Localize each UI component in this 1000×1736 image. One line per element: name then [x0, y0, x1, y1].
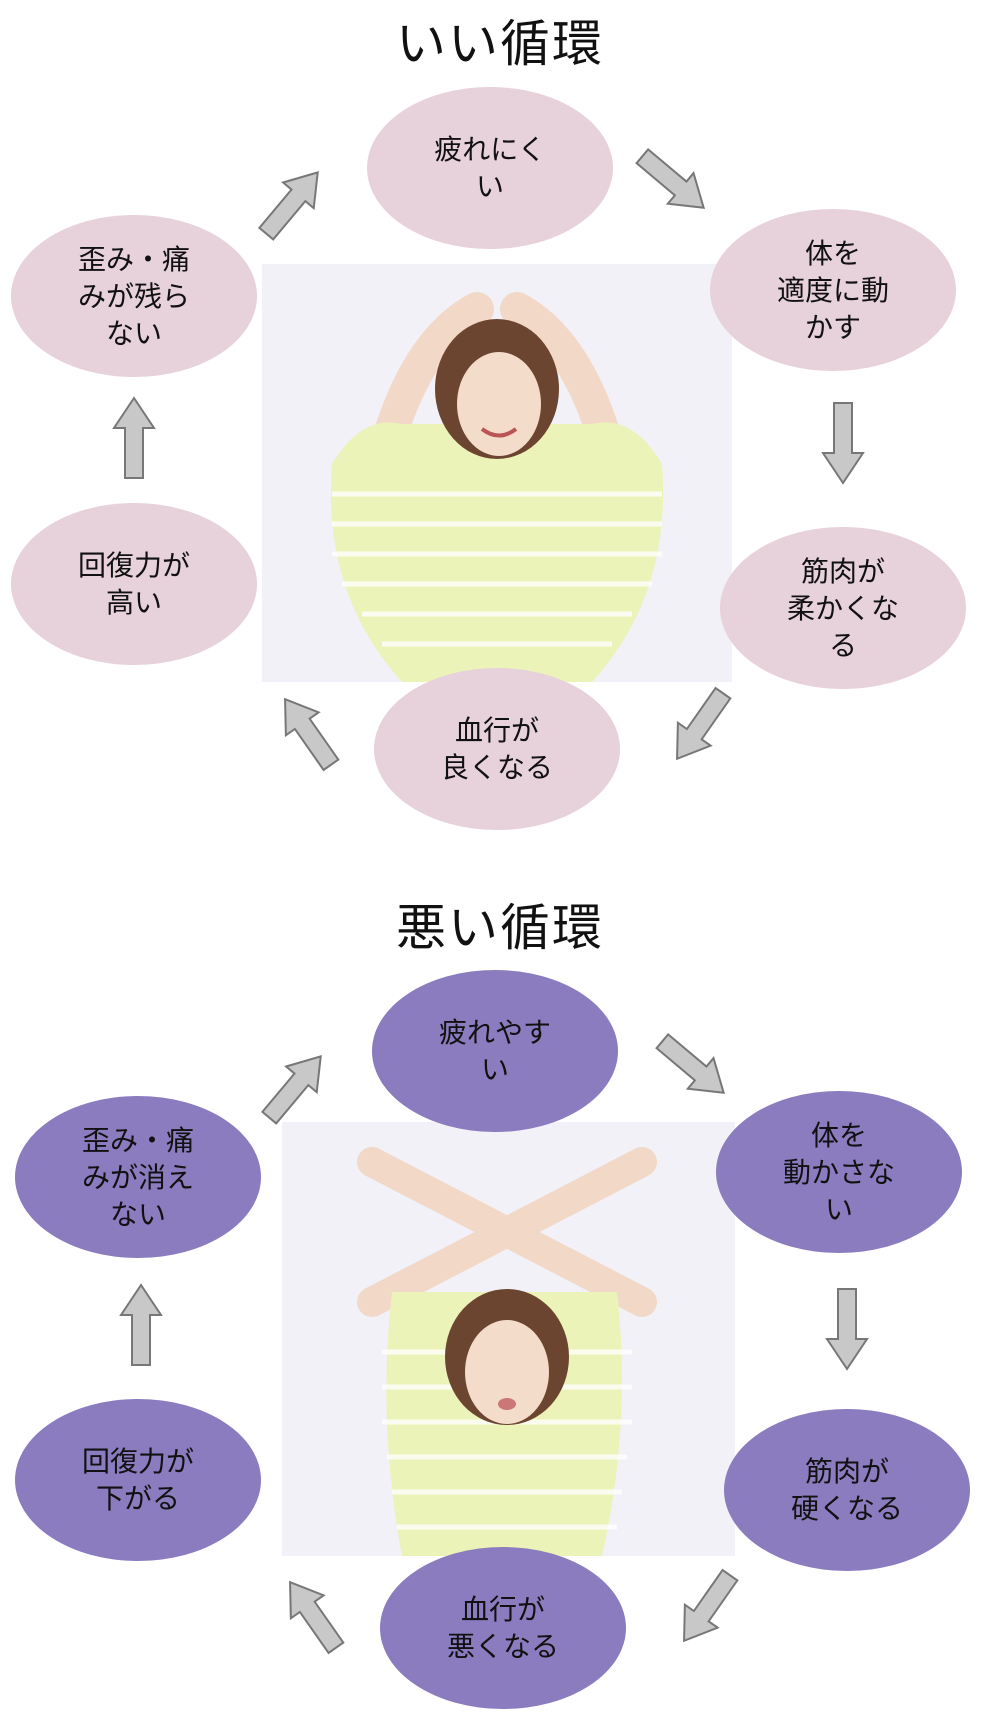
arrow-down-right-icon — [627, 138, 720, 226]
bad-node-pain-persists: 歪み・痛 みが消え ない — [15, 1096, 261, 1258]
woman-ok-pose-illustration — [330, 292, 664, 682]
woman-cross-arms-photo — [282, 1122, 735, 1556]
good-cycle-title: いい循環 — [396, 15, 604, 73]
bad-node-muscles-stiff: 筋肉が 硬くなる — [724, 1409, 970, 1571]
woman-circle-arms-photo — [262, 264, 732, 682]
good-node-high-recovery: 回復力が 高い — [11, 503, 257, 665]
good-node-muscles-soft: 筋肉が 柔かくな る — [720, 527, 966, 689]
good-node-move-moderately: 体を 適度に動 かす — [710, 209, 956, 371]
arrow-up-icon — [112, 396, 156, 480]
bad-node-low-recovery: 回復力が 下がる — [15, 1399, 261, 1561]
good-node-less-fatigue: 疲れにく い — [367, 87, 613, 249]
arrow-down-icon — [825, 1287, 869, 1371]
bad-node-not-moving: 体を 動かさな い — [716, 1091, 962, 1253]
arrow-down-left-icon — [665, 1561, 749, 1655]
arrow-up-right-icon — [251, 1041, 339, 1134]
arrow-up-right-icon — [248, 157, 336, 250]
arrow-down-icon — [821, 401, 865, 485]
woman-x-pose-illustration — [357, 1147, 657, 1556]
good-node-no-lingering-pain: 歪み・痛 みが残ら ない — [11, 215, 257, 377]
good-node-good-circulation: 血行が 良くなる — [374, 668, 620, 830]
arrow-up-left-icon — [266, 685, 350, 779]
arrow-up-icon — [119, 1283, 163, 1367]
arrow-down-right-icon — [647, 1023, 740, 1111]
arrow-down-left-icon — [658, 679, 742, 773]
bad-cycle-title: 悪い循環 — [396, 899, 604, 957]
arrow-up-left-icon — [271, 1568, 355, 1662]
bad-node-easily-tired: 疲れやす い — [372, 970, 618, 1132]
bad-node-poor-circulation: 血行が 悪くなる — [380, 1547, 626, 1709]
